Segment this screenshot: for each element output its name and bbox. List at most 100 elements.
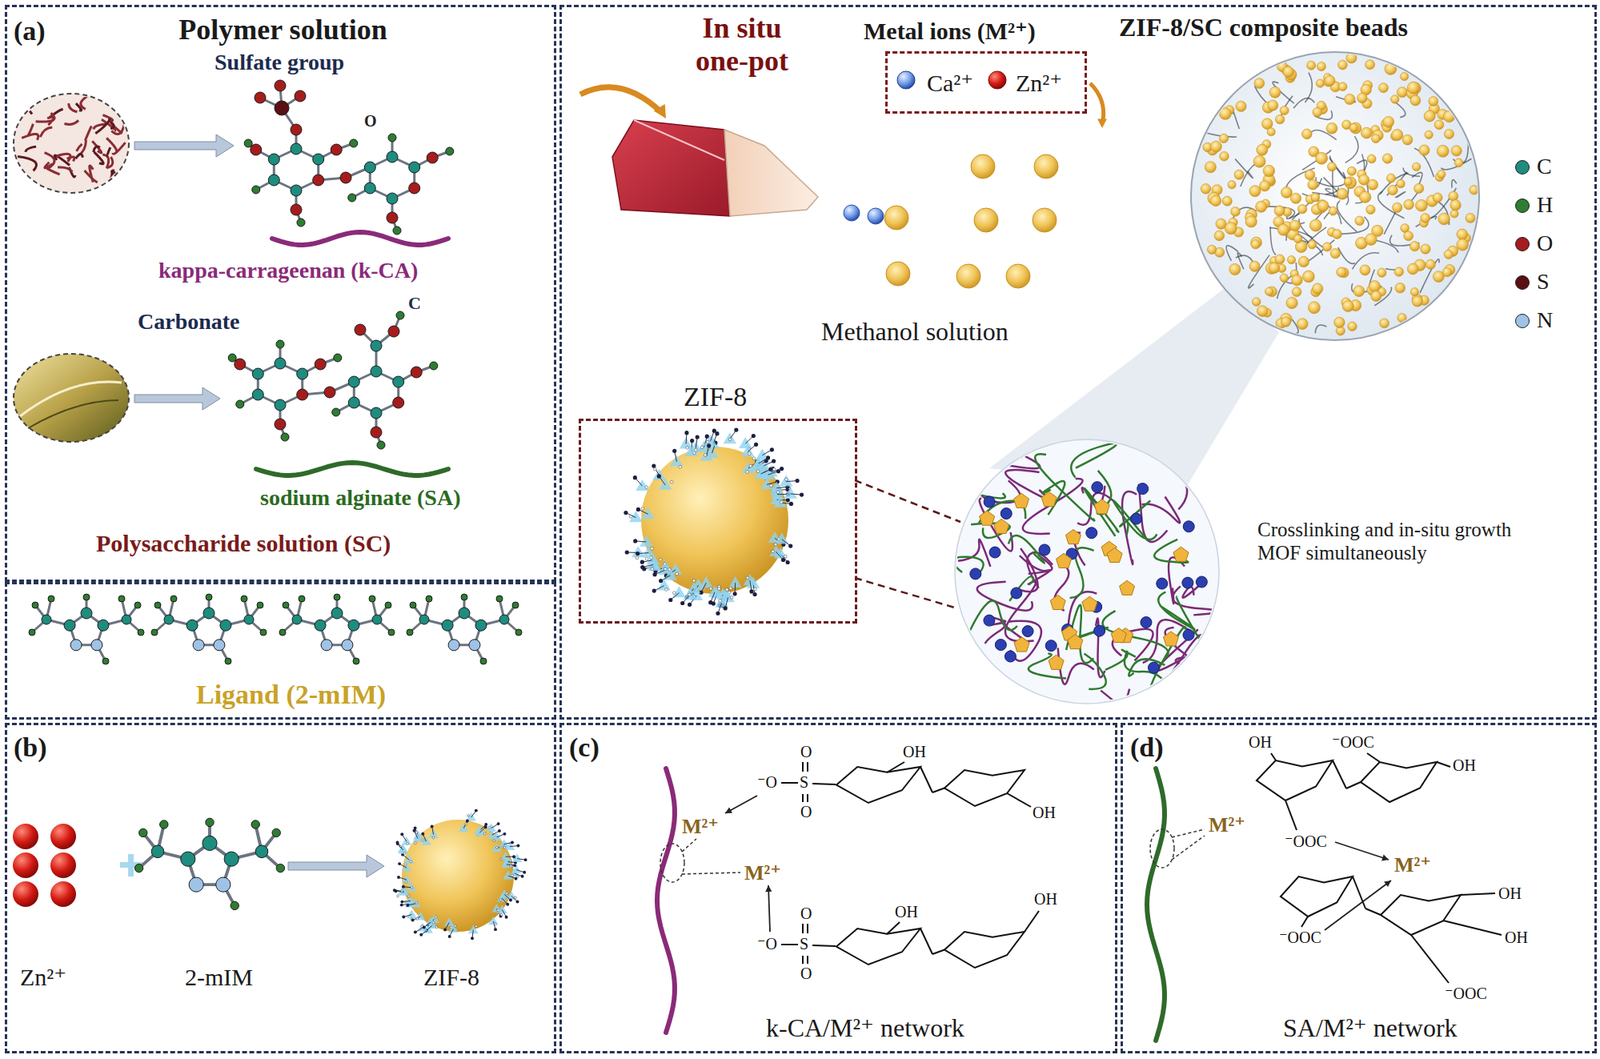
atom bbox=[515, 629, 522, 636]
zn-tetrahedron bbox=[485, 822, 497, 832]
zif8-particle bbox=[1324, 75, 1336, 86]
h-atom bbox=[709, 586, 713, 590]
zif8-particle bbox=[1395, 282, 1405, 293]
atom bbox=[370, 426, 382, 438]
zif8-particle bbox=[1342, 300, 1354, 312]
atom bbox=[244, 614, 254, 625]
zif8-particle bbox=[1436, 144, 1449, 157]
h-atom bbox=[517, 874, 520, 878]
panel: (b)Zn²⁺2-mIMZIF-8 bbox=[4, 722, 557, 1054]
linker-atom bbox=[789, 501, 794, 506]
atom bbox=[410, 366, 422, 378]
atom bbox=[364, 182, 376, 194]
zif8-particle bbox=[1336, 188, 1348, 200]
label: ⁻OOC bbox=[1284, 832, 1328, 851]
sugar-ring bbox=[836, 928, 921, 965]
atom bbox=[250, 144, 262, 156]
linker-atom bbox=[521, 874, 525, 879]
zn-tetrahedron bbox=[641, 507, 655, 519]
zif8-particle bbox=[1326, 122, 1338, 134]
node-text: Polymer solution bbox=[7, 13, 559, 47]
zif8-particle bbox=[1317, 200, 1329, 212]
zif8-particle bbox=[1442, 267, 1452, 277]
h-atom bbox=[645, 485, 649, 490]
composite-bead bbox=[970, 154, 995, 179]
linker-atom bbox=[522, 870, 526, 875]
h-atom bbox=[779, 501, 783, 505]
atom bbox=[274, 399, 286, 411]
seaweed-branch bbox=[106, 156, 113, 169]
label: OH bbox=[1032, 803, 1056, 823]
atom bbox=[260, 629, 267, 636]
h-atom bbox=[673, 591, 677, 595]
zif8-particle bbox=[1450, 200, 1461, 211]
linker-atom bbox=[413, 930, 418, 935]
zif8-crystal-small bbox=[1094, 499, 1110, 514]
zif8-particle bbox=[1251, 236, 1263, 249]
composite-bead bbox=[1032, 208, 1057, 233]
zif8-crystal-small bbox=[1056, 553, 1072, 568]
zif8-particle bbox=[1451, 145, 1462, 157]
atom bbox=[213, 639, 225, 651]
zif8-particle bbox=[1322, 242, 1332, 252]
zif8-particle bbox=[1255, 200, 1268, 213]
zif8-particle bbox=[1365, 233, 1378, 246]
zn-tetrahedron bbox=[500, 851, 511, 861]
atom bbox=[255, 845, 269, 859]
label: Carbonate bbox=[137, 308, 241, 335]
linker-atom bbox=[419, 933, 423, 937]
atom bbox=[372, 614, 382, 625]
zn-ion bbox=[50, 852, 77, 879]
sugar-ring bbox=[944, 769, 1025, 807]
atom bbox=[349, 139, 358, 148]
bond-line bbox=[806, 955, 809, 964]
atom bbox=[280, 433, 289, 442]
zif8-particle bbox=[1379, 318, 1390, 329]
h-atom bbox=[675, 572, 679, 576]
atom bbox=[282, 601, 289, 609]
h-atom bbox=[771, 549, 775, 554]
syringe-tip bbox=[724, 129, 819, 217]
zif8-particle bbox=[1297, 204, 1307, 213]
label: O bbox=[800, 742, 812, 762]
atom bbox=[274, 80, 286, 92]
atom bbox=[441, 619, 454, 631]
atom bbox=[203, 607, 215, 619]
label: O bbox=[364, 112, 377, 131]
h-atom bbox=[475, 925, 478, 928]
zif8-particle bbox=[1231, 207, 1241, 217]
zif8-box: ZIF-8 bbox=[578, 418, 858, 624]
ca-crosslink bbox=[983, 496, 995, 508]
atom bbox=[118, 595, 125, 602]
zif8-particle bbox=[1358, 174, 1369, 185]
atom bbox=[224, 657, 232, 665]
zn-tetrahedron bbox=[769, 481, 784, 493]
zn-tetrahedron bbox=[415, 911, 426, 921]
linker-atom bbox=[633, 475, 638, 480]
zn-tetrahedron bbox=[629, 510, 643, 522]
zif8-particle bbox=[1391, 95, 1400, 104]
zif8-particle bbox=[1392, 202, 1403, 213]
bead-fiber bbox=[1336, 200, 1357, 233]
atom bbox=[445, 147, 454, 156]
bond-line bbox=[886, 761, 905, 773]
legend-text: N bbox=[1536, 307, 1553, 333]
bead-fiber bbox=[1373, 240, 1399, 253]
bond-line bbox=[768, 885, 770, 932]
atom bbox=[91, 639, 103, 651]
zif8-particle bbox=[1311, 192, 1320, 202]
zif8-particle bbox=[1379, 83, 1389, 93]
linker-atom bbox=[401, 885, 406, 889]
ca-crosslink bbox=[1004, 650, 1016, 662]
linker-atom bbox=[652, 589, 657, 594]
h-atom bbox=[776, 490, 780, 494]
bond-line bbox=[854, 480, 961, 522]
atom bbox=[333, 353, 342, 362]
polymer-strand bbox=[938, 686, 995, 719]
linker-atom bbox=[510, 840, 514, 844]
legend-text: S bbox=[1536, 268, 1550, 295]
bond-line bbox=[1335, 842, 1389, 860]
zn-tetrahedron bbox=[783, 487, 798, 499]
zif8-particle bbox=[1409, 241, 1420, 252]
atom bbox=[102, 657, 109, 665]
